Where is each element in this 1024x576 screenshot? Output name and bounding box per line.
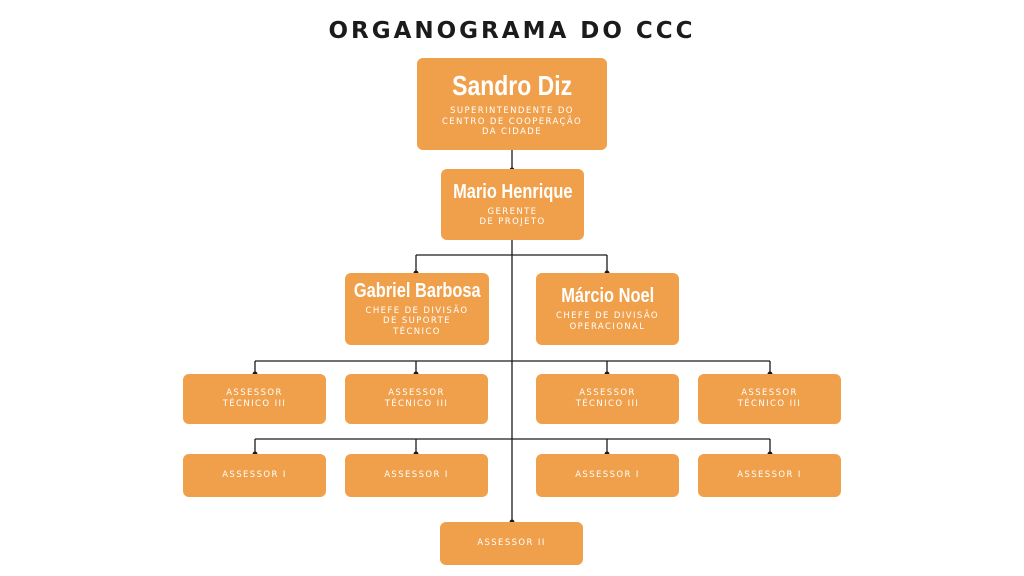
node-manager: Mario Henrique GERENTE DE PROJETO — [441, 169, 584, 240]
node-assessor-i-2: ASSESSOR I — [345, 454, 488, 497]
superintendent-name: Sandro Diz — [452, 70, 572, 102]
node-tech-advisor-4: ASSESSOR TÉCNICO III — [698, 374, 841, 424]
chief-operational-name: Márcio Noel — [561, 285, 654, 308]
assessor-i-label: ASSESSOR I — [222, 470, 287, 481]
manager-role: GERENTE DE PROJETO — [479, 206, 546, 227]
node-chief-operational: Márcio Noel CHEFE DE DIVISÃO OPERACIONAL — [536, 273, 679, 345]
chart-title: ORGANOGRAMA DO CCC — [328, 18, 696, 44]
node-assessor-i-4: ASSESSOR I — [698, 454, 841, 497]
node-assessor-ii: ASSESSOR II — [440, 522, 583, 565]
assessor-i-label: ASSESSOR I — [384, 470, 449, 481]
chief-support-name: Gabriel Barbosa — [353, 280, 481, 303]
node-assessor-i-1: ASSESSOR I — [183, 454, 326, 497]
tech-advisor-label: ASSESSOR TÉCNICO III — [222, 388, 287, 409]
tech-advisor-label: ASSESSOR TÉCNICO III — [384, 388, 449, 409]
chief-support-role: CHEFE DE DIVISÃO DE SUPORTE TÉCNICO — [365, 306, 469, 337]
chief-operational-role: CHEFE DE DIVISÃO OPERACIONAL — [556, 311, 659, 332]
assessor-i-label: ASSESSOR I — [575, 470, 640, 481]
node-tech-advisor-3: ASSESSOR TÉCNICO III — [536, 374, 679, 424]
node-tech-advisor-2: ASSESSOR TÉCNICO III — [345, 374, 488, 424]
assessor-ii-label: ASSESSOR II — [477, 538, 546, 549]
assessor-i-label: ASSESSOR I — [737, 470, 802, 481]
tech-advisor-label: ASSESSOR TÉCNICO III — [737, 388, 802, 409]
manager-name: Mario Henrique — [452, 180, 573, 203]
node-chief-support: Gabriel Barbosa CHEFE DE DIVISÃO DE SUPO… — [345, 273, 489, 345]
tech-advisor-label: ASSESSOR TÉCNICO III — [575, 388, 640, 409]
node-superintendent: Sandro Diz SUPERINTENDENTE DO CENTRO DE … — [417, 58, 607, 150]
superintendent-role: SUPERINTENDENTE DO CENTRO DE COOPERAÇÃO … — [441, 106, 583, 137]
node-tech-advisor-1: ASSESSOR TÉCNICO III — [183, 374, 326, 424]
node-assessor-i-3: ASSESSOR I — [536, 454, 679, 497]
